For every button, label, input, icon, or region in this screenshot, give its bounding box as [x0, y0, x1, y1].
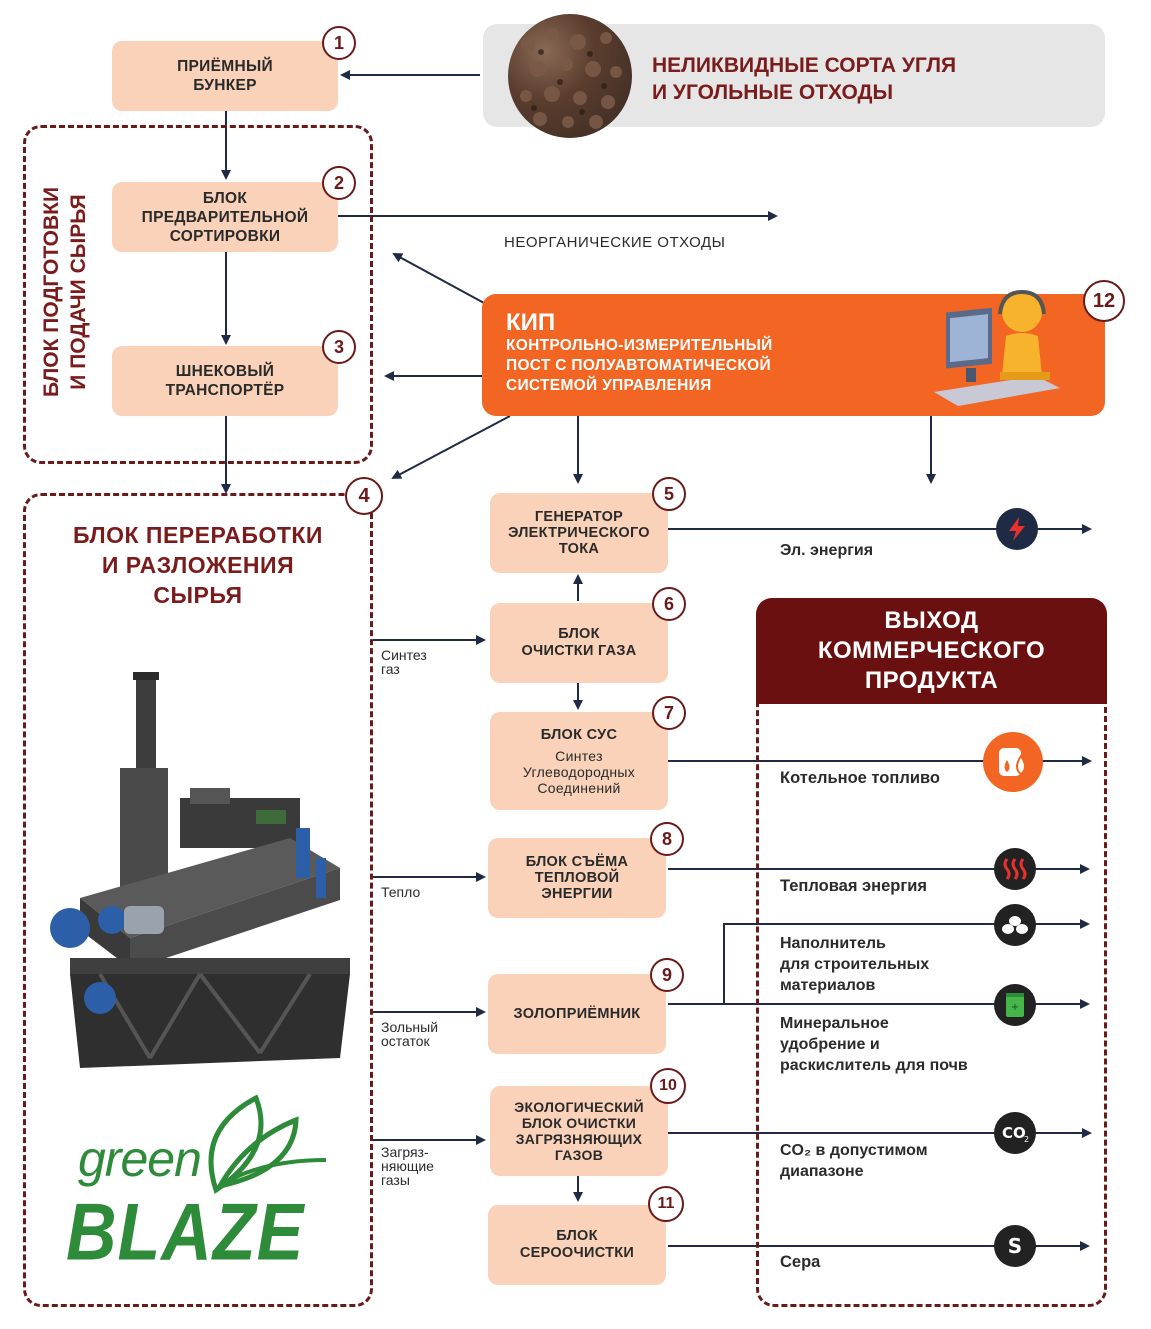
processing-block-title: БЛОК ПЕРЕРАБОТКИ И РАЗЛОЖЕНИЯ СЫРЬЯ: [73, 522, 323, 608]
node-number-12: 12: [1083, 280, 1125, 322]
fertilizer-bag-icon: +: [994, 984, 1036, 1026]
boiler-fuel-label: Котельное топливо: [780, 769, 940, 787]
thermal-energy-label: Тепловая энергия: [780, 877, 928, 895]
sulfur-label: Сера: [780, 1253, 821, 1271]
node-number-7: 7: [652, 696, 686, 730]
sulfur-icon: S: [994, 1225, 1036, 1267]
coal-image: [508, 14, 632, 138]
stones-icon: [994, 904, 1036, 946]
lightning-icon: [996, 508, 1038, 550]
svg-text:2: 2: [1024, 1135, 1029, 1144]
inorganic-waste-label: НЕОРГАНИЧЕСКИЕ ОТХОДЫ: [504, 234, 726, 251]
leaf-logo-icon: [208, 1094, 327, 1194]
heat-waves-icon: [994, 848, 1036, 890]
node-number-2: 2: [322, 166, 356, 200]
svg-text:+: +: [1011, 1002, 1019, 1013]
processing-block-frame: [23, 493, 373, 1307]
commercial-output-header: ВЫХОД КОММЕРЧЕСКОГО ПРОДУКТА: [756, 598, 1107, 704]
heat-flow-label: Тепло: [381, 884, 421, 900]
node-number-3: 3: [322, 330, 356, 364]
prep-block-frame: [23, 125, 373, 464]
logo-green-text: green: [78, 1131, 202, 1187]
raw-material-title: НЕЛИКВИДНЫЕ СОРТА УГЛЯ И УГОЛЬНЫЕ ОТХОДЫ: [652, 54, 957, 104]
node-number-11: 11: [648, 1186, 684, 1222]
prep-block-title: БЛОК ПОДГОТОВКИ И ПОДАЧИ СЫРЬЯ: [40, 186, 90, 398]
kip-text: КИП КОНТРОЛЬНО-ИЗМЕРИТЕЛЬНЫЙ ПОСТ С ПОЛУ…: [506, 309, 773, 395]
node-number-8: 8: [650, 822, 684, 856]
node-number-9: 9: [650, 958, 684, 992]
operator-workstation-icon: [932, 284, 1062, 410]
greenblaze-logo: green BLAZE: [66, 1090, 336, 1280]
svg-text:CO: CO: [1002, 1124, 1026, 1142]
pyrolysis-machine-image: [40, 668, 360, 1098]
svg-text:S: S: [1008, 1234, 1022, 1258]
node-number-6: 6: [652, 587, 686, 621]
node-ash-receiver: ЗОЛОПРИЁМНИК: [488, 974, 666, 1054]
logo-blaze-text: BLAZE: [66, 1187, 305, 1277]
node-number-5: 5: [652, 477, 686, 511]
node-number-4: 4: [345, 477, 383, 515]
node-number-1: 1: [322, 26, 356, 60]
electricity-product-label: Эл. энергия: [780, 542, 874, 559]
fuel-drop-icon: [983, 732, 1043, 792]
node-number-10: 10: [650, 1068, 686, 1104]
